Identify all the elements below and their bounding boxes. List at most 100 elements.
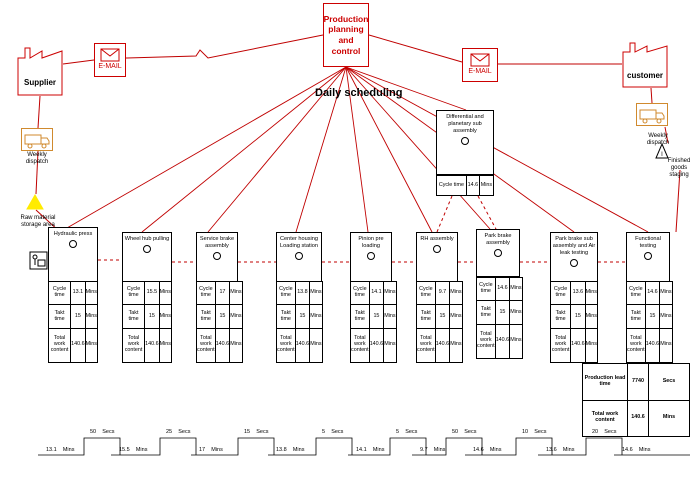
takt-time-label: Takt time	[416, 304, 436, 329]
takt-time-unit: Mins	[383, 304, 397, 329]
timeline-wait: 5 Secs	[396, 429, 417, 435]
raw-material-label: Raw material storage area	[20, 215, 56, 228]
takt-time-label: Takt time	[626, 304, 646, 329]
total-work-label: Total work content	[476, 323, 496, 360]
timeline-cycle-value: 15.5	[119, 447, 130, 453]
total-work-label: Total work content	[121, 327, 146, 364]
timeline-wait-value: 5	[322, 429, 326, 435]
total-work-unit: Mins	[84, 327, 99, 364]
operator-icon	[433, 244, 441, 253]
timeline-wait-value: 20	[592, 429, 599, 435]
lead-time-unit: Secs	[648, 363, 690, 401]
takt-time-label: Takt time	[121, 304, 146, 329]
mail-icon	[100, 48, 120, 62]
inventory-triangle-icon	[26, 194, 44, 210]
timeline-cycle: 13.6 Mins	[546, 447, 574, 453]
total-work-unit: Mins	[449, 327, 463, 364]
finished-goods-label: Finished goods staging	[667, 158, 691, 178]
process-name: RH assembly	[420, 236, 454, 242]
differential-cycle-unit: Mins	[478, 175, 495, 196]
process-name: Wheel hub pulling	[124, 236, 170, 242]
truck-icon	[24, 134, 50, 149]
cycle-time-unit: Mins	[509, 276, 523, 302]
cycle-time-label: Cycle time	[350, 280, 370, 306]
total-work-unit: Mins	[648, 399, 690, 437]
timeline-wait-value: 15	[244, 429, 251, 435]
timeline-wait-value: 5	[396, 429, 400, 435]
takt-time-unit: Mins	[309, 304, 323, 329]
takt-time-label: Takt time	[350, 304, 370, 329]
email-right-box: E-MAIL	[462, 48, 498, 82]
email-right-label: E-MAIL	[468, 68, 492, 75]
supplier-factory-icon	[17, 47, 63, 96]
cycle-time-unit: Mins	[158, 280, 173, 306]
total-work-unit: Mins	[383, 327, 397, 364]
cycle-time-unit: Mins	[84, 280, 99, 306]
truck-icon	[639, 109, 665, 124]
timeline-cycle-unit: Mins	[562, 447, 575, 453]
timeline-cycle-unit: Mins	[489, 447, 502, 453]
total-work-label: Total work content	[47, 327, 72, 364]
takt-time-unit: Mins	[584, 304, 599, 329]
timeline-wait-value: 50	[452, 429, 459, 435]
differential-process-name: Differential and planetary sub assembly	[446, 114, 484, 134]
operator-icon	[295, 251, 303, 260]
total-work-label: Total work content	[276, 327, 296, 364]
total-work-label: Total work content	[350, 327, 370, 364]
takt-time-unit: Mins	[509, 300, 523, 325]
operator-icon	[494, 248, 502, 257]
timeline-cycle: 9.7 Mins	[420, 447, 445, 453]
supplier-label: Supplier	[24, 78, 57, 87]
differential-process-box: Differential and planetary sub assembly	[436, 110, 494, 175]
timeline-wait: 20 Secs	[592, 429, 616, 435]
operator-icon	[644, 251, 652, 260]
timeline-wait-value: 25	[166, 429, 173, 435]
cycle-time-label: Cycle time	[196, 280, 216, 306]
timeline-cycle-value: 14.1	[356, 447, 367, 453]
timeline-cycle-value: 9.7	[420, 447, 428, 453]
timeline-wait: 5 Secs	[322, 429, 343, 435]
process-box: Hydraulic press	[48, 227, 98, 282]
timeline-cycle-unit: Mins	[292, 447, 305, 453]
total-work-label: Total work content	[416, 327, 436, 364]
process-name: Service brake assembly	[199, 236, 235, 249]
total-work-label: Total work content	[196, 327, 216, 364]
process-name: Park brake sub assembly and Air leak tes…	[552, 236, 596, 256]
cycle-time-unit: Mins	[659, 280, 673, 306]
timeline-wait-unit: Secs	[102, 429, 115, 435]
operator-icon	[143, 244, 151, 253]
timeline-cycle-unit: Mins	[135, 447, 148, 453]
process-name: Hydraulic press	[53, 231, 93, 237]
takt-time-unit: Mins	[449, 304, 463, 329]
timeline-cycle-value: 13.8	[276, 447, 287, 453]
timeline-wait: 10 Secs	[522, 429, 546, 435]
timeline-wait: 50 Secs	[452, 429, 476, 435]
customer-factory-icon	[622, 42, 668, 88]
total-work-label: Total work content	[549, 327, 572, 364]
supplier-dispatch-label: Weekly dispatch	[25, 152, 49, 165]
production-control-label: Production planning and control	[323, 13, 369, 56]
svg-text:I: I	[661, 152, 663, 158]
total-work-unit: Mins	[509, 323, 523, 360]
cycle-time-unit: Mins	[229, 280, 243, 306]
daily-scheduling-label: Daily scheduling	[315, 87, 403, 99]
process-box: Wheel hub pulling	[122, 232, 172, 282]
cycle-time-label: Cycle time	[121, 280, 146, 306]
forklift-icon	[29, 251, 48, 270]
takt-time-label: Takt time	[196, 304, 216, 329]
cycle-time-label: Cycle time	[549, 280, 572, 306]
takt-time-label: Takt time	[476, 300, 496, 325]
cycle-time-unit: Mins	[584, 280, 599, 306]
takt-time-unit: Mins	[84, 304, 99, 329]
customer-dispatch-label: Weekly dispatch	[646, 133, 670, 146]
process-name: Park brake assembly	[484, 233, 512, 246]
timeline-cycle-unit: Mins	[433, 447, 446, 453]
cycle-time-label: Cycle time	[626, 280, 646, 306]
cycle-time-unit: Mins	[383, 280, 397, 306]
timeline-wait-unit: Secs	[604, 429, 617, 435]
total-work-unit: Mins	[158, 327, 173, 364]
